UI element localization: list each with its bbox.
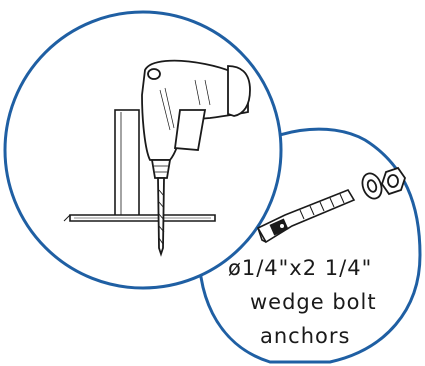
hex-nut-icon bbox=[381, 166, 406, 196]
drilling-detail-circle bbox=[3, 10, 283, 290]
anchor-size-label: ø1/4"x2 1/4" bbox=[228, 256, 373, 280]
wedge-bolt-anchor-icon bbox=[256, 189, 356, 244]
post-icon bbox=[63, 109, 216, 222]
drill-icon bbox=[141, 59, 251, 257]
anchor-noun-label: anchors bbox=[260, 324, 351, 348]
anchor-type-label: wedge bolt bbox=[250, 290, 377, 314]
washer-icon bbox=[361, 172, 383, 200]
